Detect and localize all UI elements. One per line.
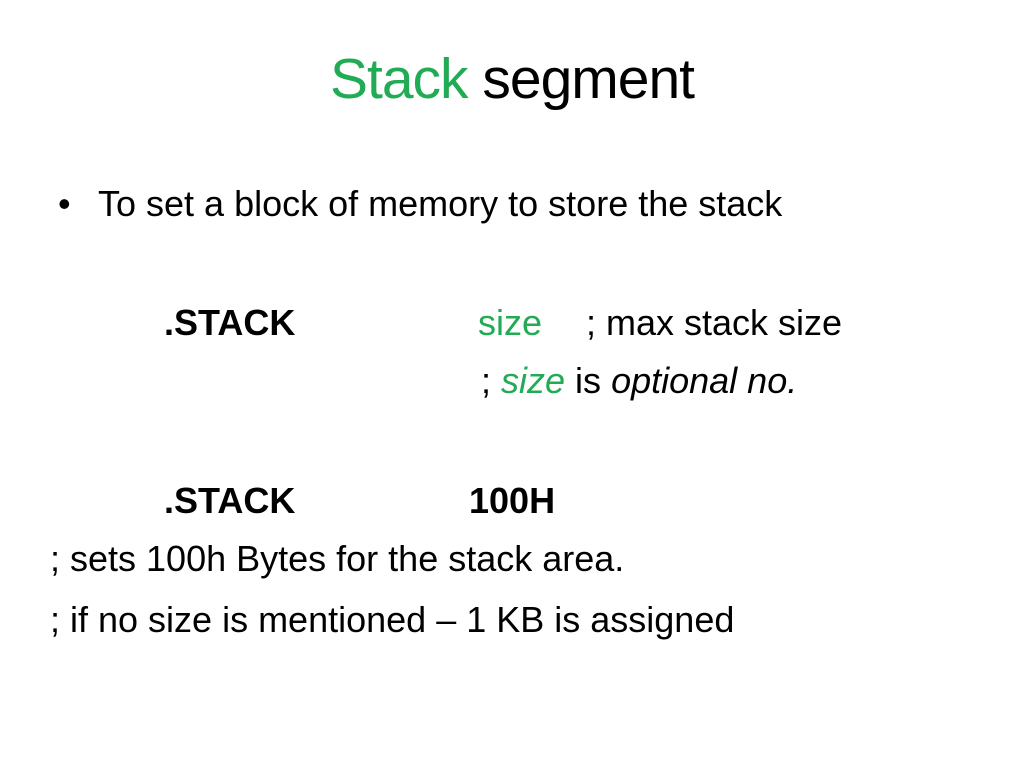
comment-line-default-size: ; if no size is mentioned – 1 KB is assi… xyxy=(0,598,1024,646)
sets-bytes-comment: ; sets 100h Bytes for the stack area. xyxy=(50,538,625,579)
comment-line-optional: ; size is optional no. xyxy=(0,359,1024,407)
bullet-marker: • xyxy=(58,183,71,224)
title-highlight-word: Stack xyxy=(329,47,469,111)
bullet-line: • To set a block of memory to store the … xyxy=(0,182,1024,230)
stack-directive-2: .STACK xyxy=(164,480,296,521)
title-rest: segment xyxy=(467,47,695,111)
optional-comment-suffix: optional no. xyxy=(611,360,798,401)
bullet-text: To set a block of memory to store the st… xyxy=(98,183,783,224)
max-stack-size-comment: ; max stack size xyxy=(586,302,843,343)
stack-size-value: 100H xyxy=(469,480,556,521)
code-line-stack-100h: .STACK 100H xyxy=(0,479,1024,527)
comment-line-sets-bytes: ; sets 100h Bytes for the stack area. xyxy=(0,537,1024,585)
optional-comment: ; size is optional no. xyxy=(481,359,797,403)
optional-comment-prefix: ; xyxy=(481,360,502,401)
size-operand: size xyxy=(478,302,543,343)
stack-directive: .STACK xyxy=(164,302,296,343)
optional-comment-mid: is xyxy=(565,360,612,401)
code-line-stack-size: .STACK size ; max stack size xyxy=(0,301,1024,349)
optional-comment-size-word: size xyxy=(501,360,566,401)
default-size-comment: ; if no size is mentioned – 1 KB is assi… xyxy=(50,599,735,640)
slide-title: Stack segment xyxy=(0,46,1024,112)
